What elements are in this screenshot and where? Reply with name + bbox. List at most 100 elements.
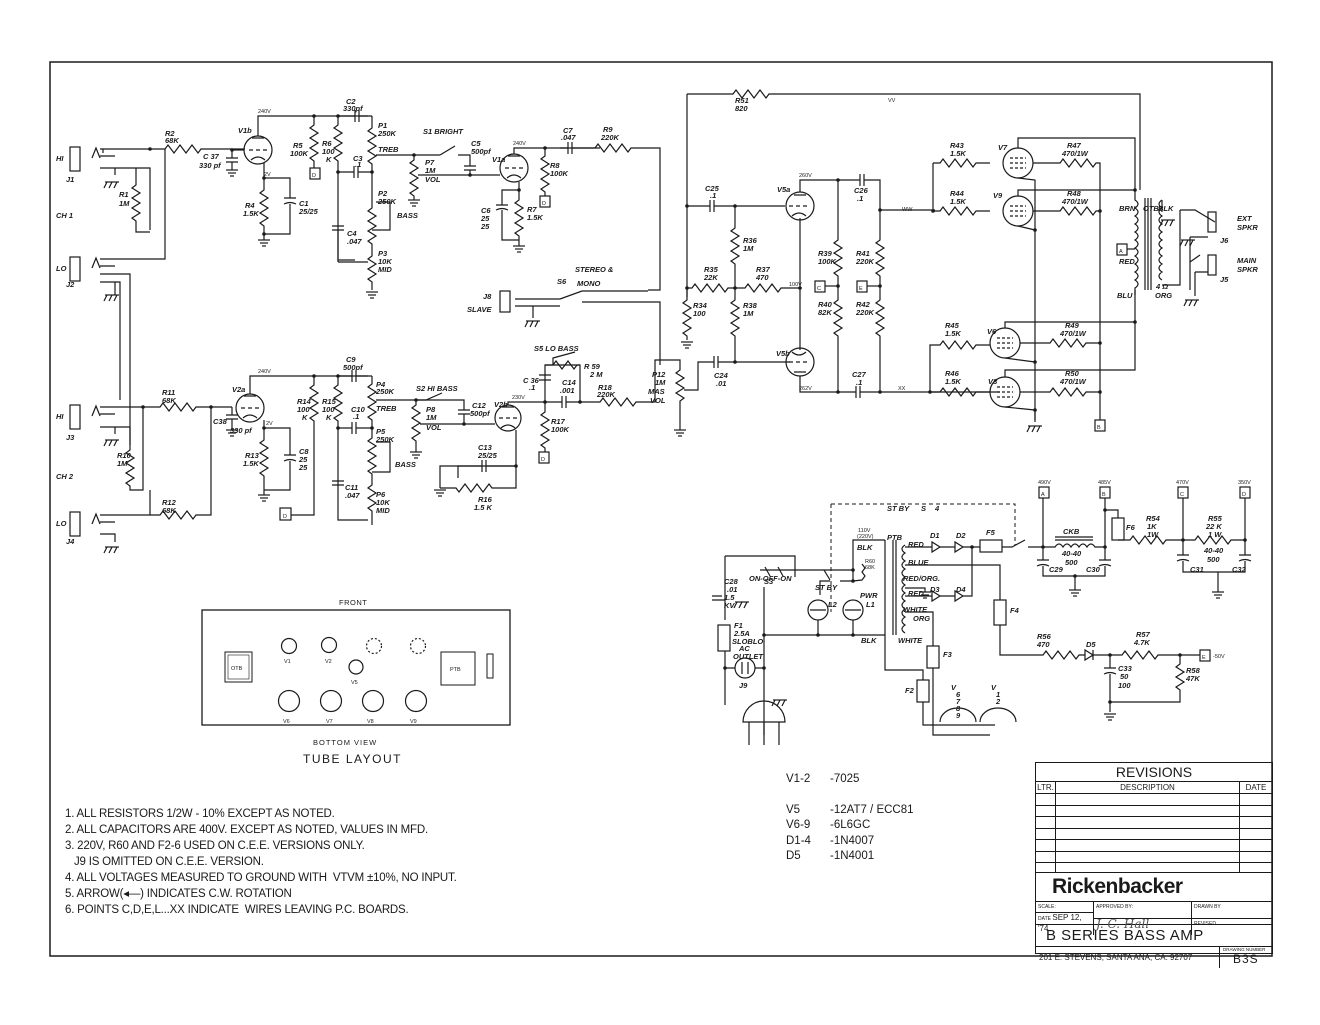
svg-text:9: 9: [956, 711, 961, 720]
svg-text:100K: 100K: [818, 257, 837, 266]
svg-text:220K: 220K: [855, 257, 875, 266]
svg-text:C6: C6: [481, 206, 491, 215]
svg-text:25: 25: [480, 214, 490, 223]
revision-row: [1036, 817, 1272, 829]
svg-text:110V: 110V: [858, 528, 871, 534]
svg-text:MID: MID: [378, 265, 392, 274]
svg-text:330 pf: 330 pf: [230, 426, 253, 435]
general-notes: 1. ALL RESISTORS 1/2W - 10% EXCEPT AS NO…: [65, 806, 457, 918]
svg-text:470V: 470V: [1176, 480, 1189, 486]
svg-text:V5b: V5b: [776, 349, 790, 358]
note-4: 4. ALL VOLTAGES MEASURED TO GROUND WITH …: [65, 872, 457, 884]
tube-type: -1N4001: [830, 850, 875, 862]
svg-text:.1: .1: [529, 383, 535, 392]
svg-text:V: V: [991, 683, 997, 692]
svg-text:R4: R4: [245, 201, 255, 210]
svg-text:R46: R46: [945, 369, 960, 378]
junction-dots: [141, 114, 1247, 704]
svg-text:68K: 68K: [865, 565, 875, 571]
svg-text:R5: R5: [293, 141, 303, 150]
svg-text:R44: R44: [950, 189, 965, 198]
svg-text:R18: R18: [598, 383, 613, 392]
svg-text:J6: J6: [1220, 236, 1229, 245]
layout-otb-label: OTB: [231, 666, 243, 672]
channel-2-label: CH 2: [56, 472, 74, 481]
jack-j3-ref: J3: [66, 433, 75, 442]
svg-text:BLK: BLK: [857, 543, 873, 552]
svg-text:.1: .1: [355, 160, 361, 169]
svg-text:MAS: MAS: [648, 387, 665, 396]
svg-text:.01: .01: [727, 585, 737, 594]
jack-j2-ref: J2: [66, 280, 75, 289]
svg-text:470/1W: 470/1W: [1061, 197, 1089, 206]
tube-type-row: D5-1N4001: [786, 849, 914, 865]
revision-row: [1036, 840, 1272, 852]
svg-text:10K: 10K: [376, 498, 390, 507]
svg-text:R14: R14: [297, 397, 312, 406]
svg-text:S2 HI BASS: S2 HI BASS: [416, 384, 458, 393]
svg-text:1.5K: 1.5K: [950, 197, 966, 206]
tube-ref: V5: [786, 803, 801, 816]
svg-text:R51: R51: [735, 96, 749, 105]
svg-text:PTB: PTB: [887, 533, 903, 542]
svg-text:P7: P7: [425, 158, 435, 167]
svg-text:22 K: 22 K: [1205, 522, 1222, 531]
svg-text:VOL: VOL: [650, 396, 666, 405]
svg-text:100: 100: [297, 405, 310, 414]
svg-text:1M: 1M: [426, 413, 437, 422]
svg-text:220K: 220K: [855, 308, 875, 317]
approved-signature: J. C. Hall: [1096, 917, 1150, 931]
svg-text:C: C: [817, 286, 821, 292]
jack-j1-label: HI: [56, 154, 64, 163]
svg-text:D2: D2: [956, 531, 966, 540]
svg-text:470/1W: 470/1W: [1059, 329, 1087, 338]
svg-text:.001: .001: [560, 386, 575, 395]
svg-text:C2: C2: [346, 97, 356, 106]
svg-text:4: 4: [934, 504, 940, 513]
svg-text:EXT: EXT: [1237, 214, 1253, 223]
svg-text:R12: R12: [162, 498, 177, 507]
svg-text:C32: C32: [1232, 565, 1247, 574]
svg-text:82K: 82K: [818, 308, 832, 317]
svg-text:AC: AC: [738, 644, 750, 653]
svg-text:22K: 22K: [703, 273, 718, 282]
svg-text:P8: P8: [426, 405, 436, 414]
svg-text:470/1W: 470/1W: [1061, 149, 1089, 158]
svg-text:220K: 220K: [596, 390, 616, 399]
svg-text:D3: D3: [930, 585, 940, 594]
svg-text:25: 25: [480, 222, 490, 231]
date-value: SEP 12, '74: [1038, 913, 1082, 933]
svg-text:2: 2: [995, 697, 1001, 706]
svg-text:RED: RED: [908, 540, 924, 549]
tube-type-row: D1-4-1N4007: [786, 834, 914, 850]
svg-text:1.5K: 1.5K: [527, 213, 543, 222]
svg-text:R41: R41: [856, 249, 870, 258]
layout-v1: V1: [284, 659, 291, 665]
revision-row: [1036, 863, 1272, 873]
svg-text:.047: .047: [345, 491, 360, 500]
layout-v5: V5: [351, 680, 358, 686]
svg-text:.1: .1: [353, 412, 359, 421]
svg-text:D: D: [542, 201, 546, 207]
svg-text:.01: .01: [716, 379, 726, 388]
svg-text:V9: V9: [993, 191, 1003, 200]
svg-text:D: D: [541, 457, 545, 463]
svg-text:C1: C1: [299, 199, 309, 208]
note-3: 3. 220V, R60 AND F2-6 USED ON C.E.E. VER…: [65, 840, 365, 852]
svg-text:D: D: [1242, 492, 1246, 498]
svg-text:E: E: [859, 286, 863, 292]
svg-text:SLOBLO: SLOBLO: [732, 637, 763, 646]
svg-text:R17: R17: [551, 417, 566, 426]
tube-type-row: V5-12AT7 / ECC81: [786, 803, 914, 819]
svg-text:TREB: TREB: [376, 404, 397, 413]
svg-text:C: C: [1180, 492, 1184, 498]
svg-text:F2: F2: [905, 686, 915, 695]
note-2: 2. ALL CAPACITORS ARE 400V. EXCEPT AS NO…: [65, 824, 428, 836]
svg-text:R38: R38: [743, 301, 758, 310]
svg-text:4.7K: 4.7K: [1133, 638, 1150, 647]
